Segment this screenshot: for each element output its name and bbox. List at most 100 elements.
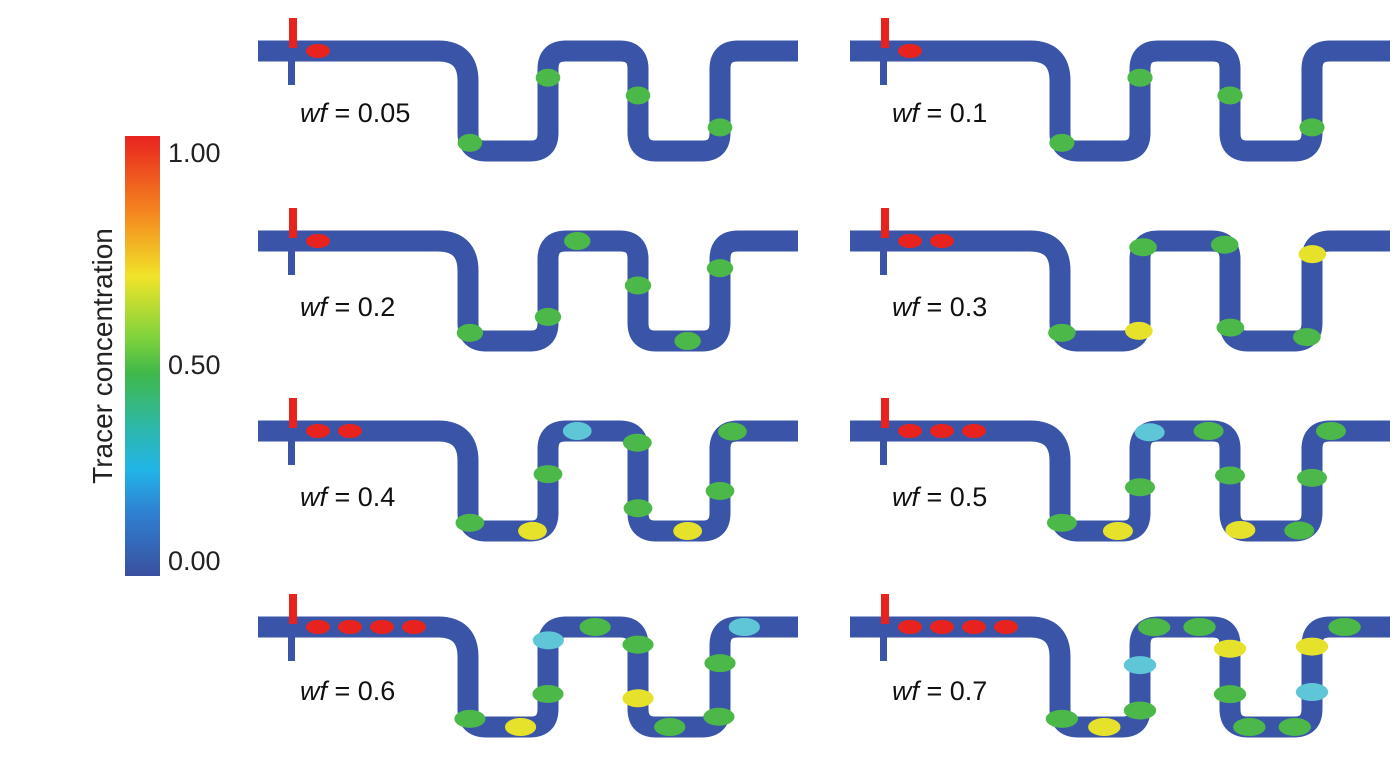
tracer-slug-red xyxy=(898,424,922,438)
panel-label-2: wf = 0.1 xyxy=(892,98,988,128)
tracer-slug xyxy=(562,422,592,440)
tracer-slug-red xyxy=(930,234,954,248)
tracer-slug xyxy=(1297,468,1327,487)
tracer-slug-red xyxy=(338,620,362,634)
tracer-slug-red xyxy=(338,424,362,438)
tracer-slug xyxy=(456,323,484,342)
tracer-slug xyxy=(625,86,651,105)
tracer-slug xyxy=(1125,478,1155,497)
tracer-slug-red xyxy=(930,620,954,634)
tracer-slug xyxy=(1049,133,1075,152)
tracer-slug xyxy=(1210,235,1239,254)
tracer-slug-red xyxy=(306,424,330,438)
tracer-slug xyxy=(1213,685,1247,704)
colorbar-tick-max: 1.00 xyxy=(168,138,221,168)
side-inlet xyxy=(880,431,887,465)
tracer-slug xyxy=(1134,423,1165,442)
tracer-slug xyxy=(623,499,653,518)
tracer-slug xyxy=(1295,637,1329,656)
tracer-slug xyxy=(705,481,735,500)
tracer-slug xyxy=(1295,683,1329,702)
tracer-inlet xyxy=(289,18,297,48)
channel-panel xyxy=(258,398,798,542)
tracer-slug xyxy=(1298,245,1327,264)
channel-tube xyxy=(258,420,798,542)
tracer-slug xyxy=(728,618,760,636)
tracer-inlet xyxy=(289,594,297,624)
tracer-slug xyxy=(534,307,562,326)
tracer-slug xyxy=(703,707,735,726)
tracer-slug xyxy=(1125,321,1153,340)
tracer-slug xyxy=(1225,520,1256,539)
tracer-slug xyxy=(622,635,654,654)
tracer-slug xyxy=(624,276,652,295)
tracer-slug xyxy=(1328,618,1361,636)
channel-tube xyxy=(258,230,798,352)
panel-label-4: wf = 0.3 xyxy=(892,292,988,322)
side-inlet xyxy=(288,241,295,275)
panel-label-7: wf = 0.6 xyxy=(300,676,396,706)
tracer-inlet xyxy=(289,398,297,428)
tracer-slug xyxy=(704,654,736,673)
channel-panel xyxy=(258,594,798,738)
tracer-slug xyxy=(1215,466,1245,485)
tracer-slug xyxy=(455,513,485,532)
tracer-inlet xyxy=(881,594,889,624)
tracer-slug-red xyxy=(898,44,922,58)
tracer-slug xyxy=(1213,639,1247,658)
side-inlet xyxy=(880,51,887,85)
side-inlet xyxy=(880,627,887,661)
tracer-inlet xyxy=(881,208,889,238)
tracer-slug xyxy=(1193,422,1224,440)
channel-panel xyxy=(850,594,1390,738)
tracer-slug xyxy=(504,718,537,736)
tracer-slug xyxy=(707,118,733,137)
tracer-slug xyxy=(532,684,564,703)
colorbar-tick-min: 0.00 xyxy=(168,546,221,576)
side-inlet xyxy=(288,51,295,85)
tracer-slug xyxy=(1123,656,1157,675)
tracer-inlet xyxy=(881,398,889,428)
tracer-slug xyxy=(454,709,486,728)
tracer-slug-red xyxy=(306,234,330,248)
tracer-slug xyxy=(1102,522,1133,540)
tracer-slug-red xyxy=(898,234,922,248)
tracer-slug xyxy=(518,521,547,540)
tracer-slug-red xyxy=(930,424,954,438)
panel-label-6: wf = 0.5 xyxy=(892,482,988,512)
tracer-slug-red xyxy=(898,620,922,634)
tracer-slug-red xyxy=(962,620,986,634)
tracer-slug xyxy=(1233,718,1266,736)
channel-panel xyxy=(850,398,1390,542)
channel-panel xyxy=(850,208,1390,352)
side-inlet xyxy=(288,627,295,661)
tracer-slug xyxy=(706,259,734,278)
tracer-slug xyxy=(1299,118,1325,137)
tracer-slug xyxy=(1046,513,1077,532)
panel-label-8: wf = 0.7 xyxy=(892,676,988,706)
tracer-inlet xyxy=(289,208,297,238)
tracer-slug xyxy=(674,332,701,350)
channel-panel xyxy=(258,18,798,162)
tracer-slug xyxy=(532,631,564,650)
tracer-slug xyxy=(673,522,703,540)
tracer-slug xyxy=(535,68,561,87)
colorbar xyxy=(125,136,160,576)
tracer-slug xyxy=(579,618,611,636)
tracer-slug-red xyxy=(994,620,1018,634)
colorbar-tick-mid: 0.50 xyxy=(168,350,221,380)
tracer-slug xyxy=(1088,718,1121,736)
tracer-slug xyxy=(718,422,747,441)
tracer-slug xyxy=(1315,422,1346,440)
tracer-slug xyxy=(533,465,563,484)
tracer-slug xyxy=(622,689,654,708)
tracer-slug-red xyxy=(306,44,330,58)
channel-panel xyxy=(850,18,1390,162)
tracer-slug xyxy=(1129,238,1157,257)
side-inlet xyxy=(880,241,887,275)
tracer-slug xyxy=(1123,701,1157,720)
panel-label-3: wf = 0.2 xyxy=(300,292,396,322)
channel-panel xyxy=(258,208,798,352)
